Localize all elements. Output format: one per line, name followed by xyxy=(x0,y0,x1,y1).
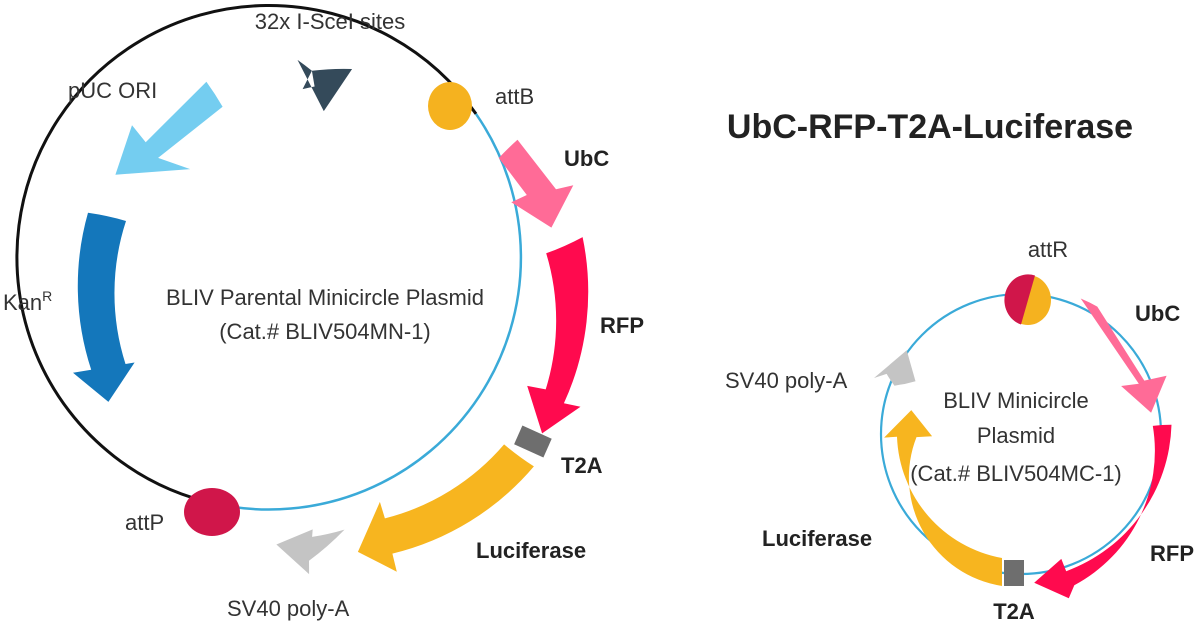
mc-plasmid-catalog: (Cat.# BLIV504MC-1) xyxy=(910,461,1122,486)
label-puc-ori: pUC ORI xyxy=(68,78,157,103)
mc-plasmid-name-line1: BLIV Minicircle xyxy=(943,388,1088,413)
parental-backbone-black xyxy=(15,4,478,506)
t2a-box xyxy=(514,425,552,458)
parental-plasmid-name: BLIV Parental Minicircle Plasmid xyxy=(166,285,484,310)
label-isce-sites: 32x I-SceI sites xyxy=(255,9,405,34)
parental-plasmid-catalog: (Cat.# BLIV504MN-1) xyxy=(219,319,431,344)
mc-label-sv40-polya: SV40 poly-A xyxy=(725,368,848,393)
mc-sv40-polya-arrow xyxy=(874,350,916,386)
puc-ori-arrow xyxy=(115,81,223,175)
mc-label-attR: attR xyxy=(1028,237,1068,262)
mc-ubc-promoter-arrow xyxy=(1080,298,1167,413)
rfp-arrow xyxy=(527,237,589,434)
attR-site xyxy=(1004,274,1051,325)
luciferase-arrow xyxy=(357,444,534,572)
attP-site xyxy=(184,488,240,536)
minicircle-map: attR UbC RFP T2A Luciferase SV40 poly-A … xyxy=(725,237,1194,624)
parental-plasmid-map: 32x I-SceI sites pUC ORI KanR attB UbC R… xyxy=(3,4,644,621)
label-kan-text: Kan xyxy=(3,290,42,315)
mc-label-luciferase: Luciferase xyxy=(762,526,872,551)
label-luciferase: Luciferase xyxy=(476,538,586,563)
mc-luciferase-arrow xyxy=(884,410,1002,586)
attR-left-half xyxy=(1004,274,1035,325)
mc-t2a-box xyxy=(1004,560,1024,586)
ubc-promoter-arrow xyxy=(498,139,574,228)
label-t2a: T2A xyxy=(561,453,603,478)
mc-plasmid-name-line2: Plasmid xyxy=(977,423,1055,448)
mc-rfp-arrow xyxy=(1034,424,1172,599)
mc-label-rfp: RFP xyxy=(1150,541,1194,566)
parental-backbone-blue xyxy=(217,113,523,511)
kan-resistance-arrow xyxy=(73,212,135,402)
label-sv40-polya: SV40 poly-A xyxy=(227,596,350,621)
attB-site xyxy=(428,82,472,130)
mc-label-ubc: UbC xyxy=(1135,301,1180,326)
label-kan-superscript: R xyxy=(42,288,52,304)
label-rfp: RFP xyxy=(600,313,644,338)
label-kan: KanR xyxy=(3,288,52,315)
construct-title: UbC-RFP-T2A-Luciferase xyxy=(727,108,1133,146)
sv40-polya-arrow xyxy=(276,529,345,575)
mc-label-t2a: T2A xyxy=(993,599,1035,624)
label-ubc: UbC xyxy=(564,146,609,171)
label-attP: attP xyxy=(125,510,164,535)
isce-sites-arrow xyxy=(297,59,353,112)
label-attB: attB xyxy=(495,84,534,109)
